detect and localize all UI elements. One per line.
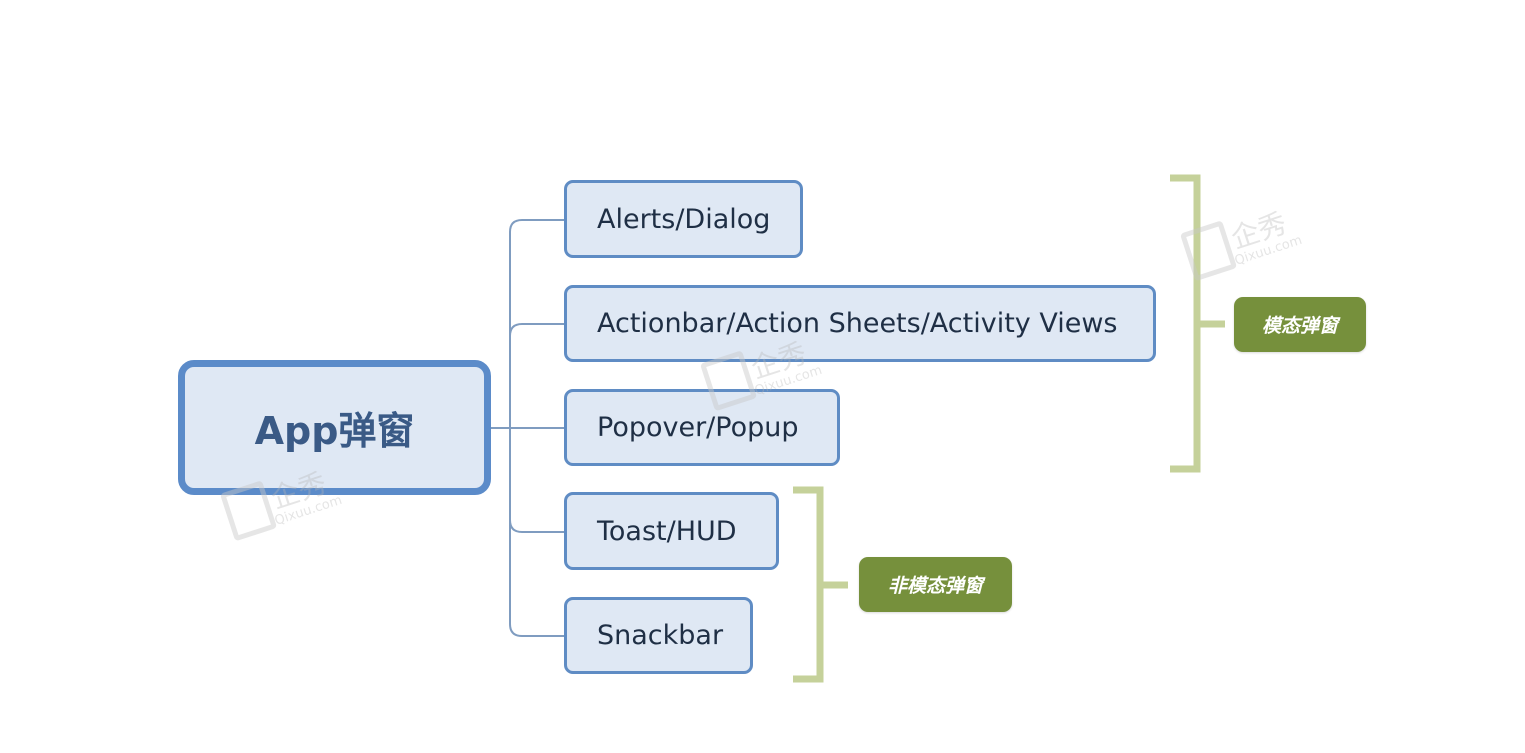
group-tag-label: 模态弹窗 bbox=[1261, 315, 1338, 337]
child-node-popover: Popover/Popup bbox=[564, 389, 840, 466]
group-tag-modal: 模态弹窗 bbox=[1234, 297, 1366, 352]
connector-toast bbox=[509, 519, 565, 533]
group-tag-label: 非模态弹窗 bbox=[887, 575, 983, 597]
bracket-nonmodal bbox=[793, 486, 824, 683]
child-node-actionbar: Actionbar/Action Sheets/Activity Views bbox=[564, 285, 1156, 362]
connector-actionbar bbox=[509, 323, 565, 337]
child-node-label: Actionbar/Action Sheets/Activity Views bbox=[597, 308, 1118, 339]
connector-snackbar bbox=[509, 623, 565, 637]
child-node-label: Snackbar bbox=[597, 620, 724, 651]
child-node-label: Toast/HUD bbox=[597, 515, 737, 547]
connector-alerts bbox=[509, 219, 565, 233]
root-node-label: App弹窗 bbox=[254, 409, 415, 453]
child-node-alerts-dialog: Alerts/Dialog bbox=[564, 180, 803, 258]
child-node-label: Alerts/Dialog bbox=[597, 203, 771, 235]
child-node-toast: Toast/HUD bbox=[564, 492, 779, 570]
child-node-label: Popover/Popup bbox=[597, 412, 799, 443]
child-node-snackbar: Snackbar bbox=[564, 597, 753, 674]
group-tag-nonmodal: 非模态弹窗 bbox=[859, 557, 1012, 612]
bracket-modal bbox=[1170, 174, 1201, 473]
root-node: App弹窗 bbox=[178, 360, 491, 495]
